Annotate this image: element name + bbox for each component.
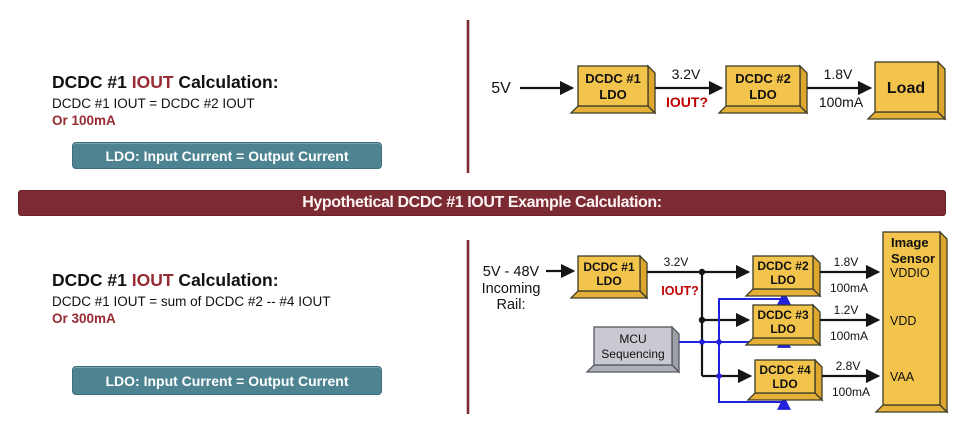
input-voltage-label: 5V bbox=[491, 80, 511, 97]
mcu-label: MCU bbox=[619, 332, 646, 346]
block-label: LDO bbox=[770, 322, 795, 336]
sensor-pin-vddio: VDDIO bbox=[890, 266, 930, 280]
load-block: Load bbox=[866, 60, 947, 121]
calc-title-accent: IOUT bbox=[131, 72, 174, 92]
calc-result: Or 300mA bbox=[52, 311, 116, 326]
voltage-label: 1.8V bbox=[834, 255, 859, 269]
dcdc1-ldo-block: DCDC #1 LDO bbox=[569, 64, 657, 115]
incoming-rail-label: Incoming bbox=[482, 281, 541, 297]
incoming-rail-label: 5V - 48V bbox=[483, 264, 540, 280]
current-label: 100mA bbox=[830, 281, 868, 295]
top-diagram: 5V DCDC #1 LDO 3.2V IOUT? DCDC #2 LDO 1.… bbox=[491, 60, 947, 121]
current-label: 100mA bbox=[830, 329, 868, 343]
block-label: LDO bbox=[599, 87, 626, 102]
current-label: 100mA bbox=[832, 385, 870, 399]
mcu-sequencing-block: MCU Sequencing bbox=[585, 325, 681, 374]
sensor-title: Sensor bbox=[891, 251, 935, 266]
block-label: DCDC #2 bbox=[735, 71, 791, 86]
calc-formula: DCDC #1 IOUT = sum of DCDC #2 -- #4 IOUT bbox=[52, 294, 331, 309]
calc-title: DCDC #1 IOUT Calculation: bbox=[52, 72, 279, 93]
bottom-diagram: 5V - 48V Incoming Rail: DCDC #1 LDO 3.2V… bbox=[482, 230, 949, 414]
junction-dot bbox=[698, 316, 706, 324]
block-label: LDO bbox=[770, 273, 795, 287]
junction-dot-blue bbox=[716, 339, 722, 345]
top-calc-block: DCDC #1 IOUT Calculation: DCDC #1 IOUT =… bbox=[52, 72, 279, 128]
dcdc2-ldo-block: DCDC #2 LDO bbox=[717, 64, 809, 115]
block-label: DCDC #4 bbox=[759, 363, 811, 377]
dcdc1-ldo-block: DCDC #1 LDO bbox=[569, 254, 649, 300]
load-label: Load bbox=[887, 80, 925, 97]
dcdc3-ldo-block: DCDC #3 LDO bbox=[744, 303, 822, 347]
current-label: 100mA bbox=[819, 94, 864, 110]
sensor-pin-vdd: VDD bbox=[890, 314, 916, 328]
calc-title-suffix: Calculation: bbox=[173, 270, 279, 290]
ldo-rule-badge-bottom: LDO: Input Current = Output Current bbox=[72, 366, 382, 395]
iout-question-label: IOUT? bbox=[666, 94, 708, 110]
mcu-label: Sequencing bbox=[601, 347, 664, 361]
junction-dot bbox=[698, 268, 706, 276]
block-label: DCDC #2 bbox=[757, 259, 809, 273]
ldo-rule-badge-top: LDO: Input Current = Output Current bbox=[72, 142, 382, 169]
calc-title-accent: IOUT bbox=[131, 270, 174, 290]
image-sensor-block: Image Sensor VDDIO VDD VAA bbox=[874, 230, 949, 414]
block-label: LDO bbox=[772, 377, 797, 391]
calc-formula: DCDC #1 IOUT = DCDC #2 IOUT bbox=[52, 96, 255, 111]
junction-dot-blue bbox=[699, 339, 705, 345]
iout-question-label: IOUT? bbox=[661, 284, 699, 298]
section-banner: Hypothetical DCDC #1 IOUT Example Calcul… bbox=[18, 190, 946, 216]
calc-title: DCDC #1 IOUT Calculation: bbox=[52, 270, 330, 291]
sensor-title: Image bbox=[891, 235, 929, 250]
calc-title-prefix: DCDC #1 bbox=[52, 72, 132, 92]
dcdc2-ldo-block: DCDC #2 LDO bbox=[744, 254, 822, 298]
incoming-rail-label: Rail: bbox=[496, 297, 525, 313]
calc-result: Or 100mA bbox=[52, 113, 116, 128]
sensor-pin-vaa: VAA bbox=[890, 370, 915, 384]
block-label: LDO bbox=[596, 274, 621, 288]
voltage-label: 2.8V bbox=[836, 359, 861, 373]
calc-title-suffix: Calculation: bbox=[173, 72, 279, 92]
block-label: DCDC #1 bbox=[585, 71, 641, 86]
bottom-calc-block: DCDC #1 IOUT Calculation: DCDC #1 IOUT =… bbox=[52, 270, 330, 326]
voltage-label: 1.2V bbox=[834, 303, 859, 317]
block-label: DCDC #1 bbox=[583, 260, 635, 274]
block-label: DCDC #3 bbox=[757, 308, 809, 322]
dcdc4-ldo-block: DCDC #4 LDO bbox=[746, 358, 824, 402]
voltage-label: 1.8V bbox=[824, 66, 853, 82]
voltage-label: 3.2V bbox=[672, 66, 701, 82]
calc-title-prefix: DCDC #1 bbox=[52, 270, 132, 290]
voltage-label: 3.2V bbox=[664, 255, 689, 269]
junction-dot-blue bbox=[716, 373, 722, 379]
block-label: LDO bbox=[749, 87, 776, 102]
